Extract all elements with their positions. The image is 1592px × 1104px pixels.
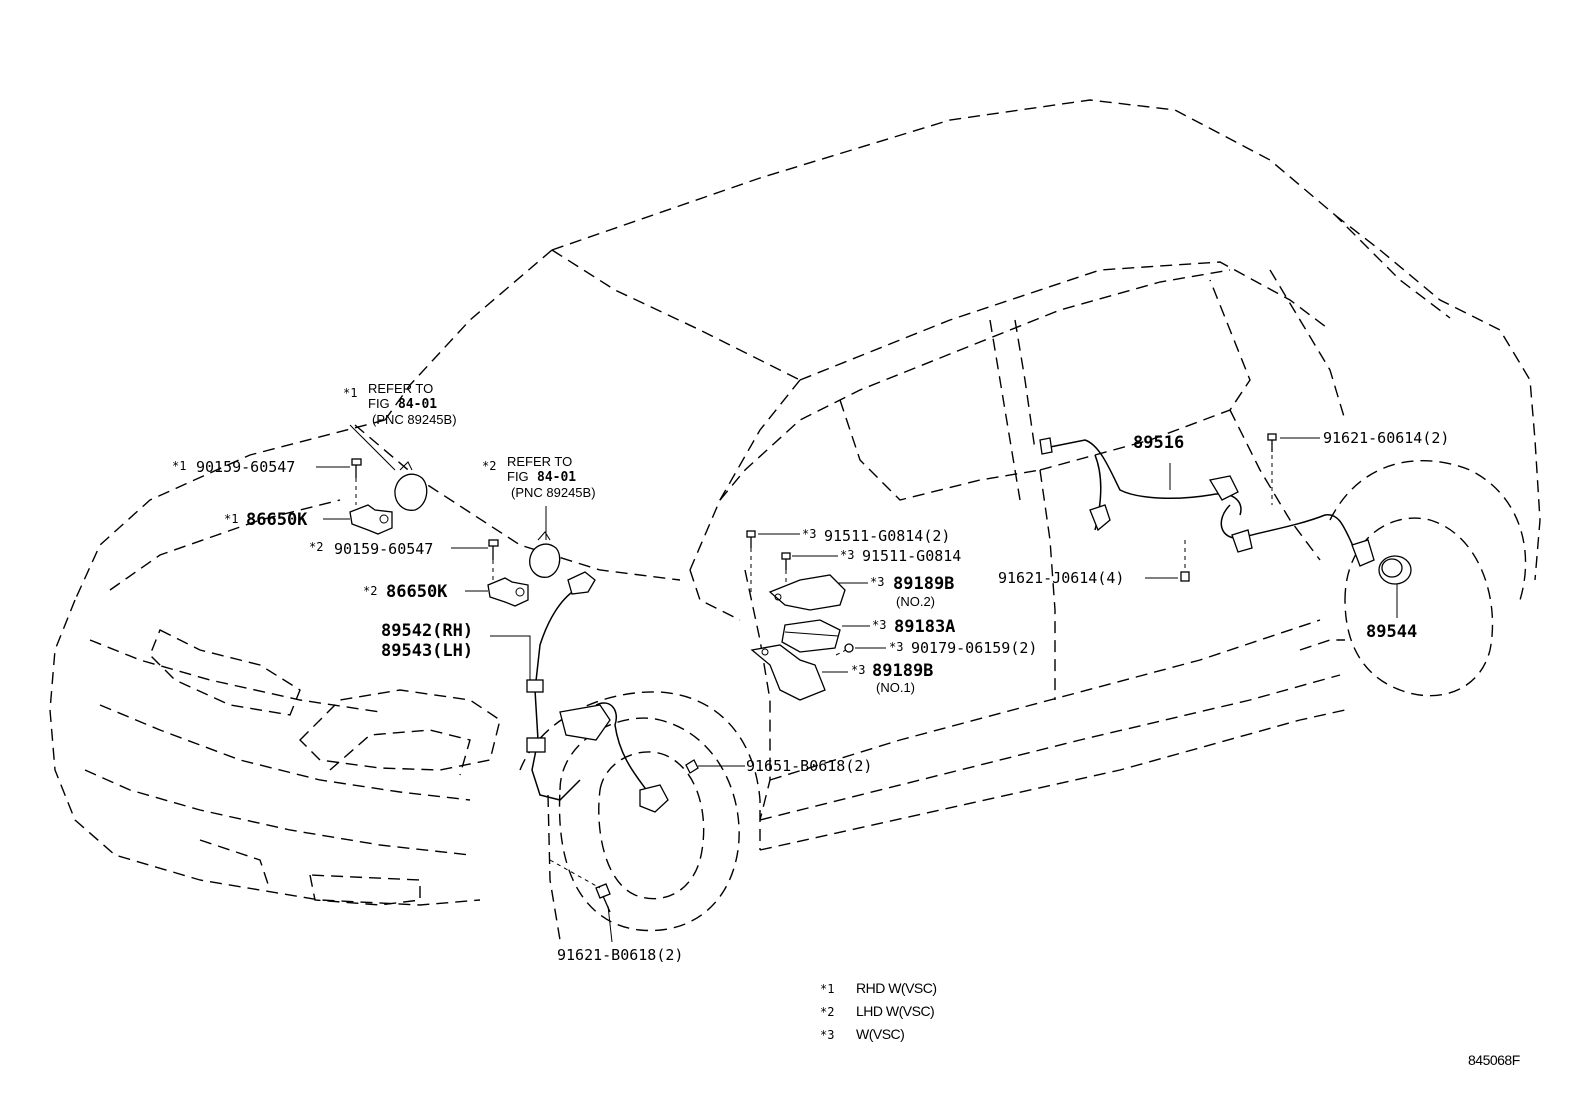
horn-bracket-icon (349, 504, 393, 535)
marker-1: *1 (172, 459, 186, 473)
marker-3: *3 (872, 618, 886, 632)
part-number-91621-b0618[interactable]: 91621-B0618(2) (557, 946, 683, 964)
marker-2: *2 (363, 584, 377, 598)
part-number-89544[interactable]: 89544 (1366, 622, 1417, 642)
legend-text: LHD W(VSC) (856, 1003, 934, 1019)
part-number-89542[interactable]: 89542(RH) (381, 621, 473, 641)
part-number-91651-b0618[interactable]: 91651-B0618(2) (746, 757, 872, 775)
rear-speed-sensor-icon (1378, 555, 1412, 618)
part-number-89183a[interactable]: 89183A (894, 617, 955, 637)
bolt-icon (781, 552, 791, 585)
legend-text: RHD W(VSC) (856, 980, 937, 996)
horn-icon (529, 531, 561, 578)
parts-drawings (349, 433, 1412, 913)
legend-mark: *2 (820, 1005, 834, 1019)
refer-note-pnc: (PNC 89245B) (511, 485, 596, 500)
marker-1: *1 (224, 512, 238, 526)
bolt-icon (351, 458, 362, 505)
legend-mark: *1 (820, 982, 834, 996)
part-sub-no2: (NO.2) (896, 594, 935, 609)
part-number-90159-60547[interactable]: 90159-60547 (196, 458, 295, 476)
part-number-86650k[interactable]: 86650K (246, 510, 308, 530)
sensor-bracket-no1-icon (750, 644, 826, 701)
marker-3: *3 (802, 527, 816, 541)
legend: *1 RHD W(VSC) *2 LHD W(VSC) *3 W(VSC) (820, 980, 937, 1042)
part-number-89543[interactable]: 89543(LH) (381, 641, 473, 661)
bolt-icon (488, 539, 499, 580)
marker-3: *3 (840, 548, 854, 562)
bolt-icon (746, 530, 756, 595)
rear-sensor-harness-icon (1039, 437, 1375, 575)
marker-3: *3 (870, 575, 884, 589)
part-number-89189b-no1[interactable]: 89189B (872, 661, 933, 681)
bolt-icon (1267, 433, 1277, 452)
legend-text: W(VSC) (856, 1026, 904, 1042)
refer-note-fig-number[interactable]: 84-01 (398, 397, 437, 412)
refer-note-fig-prefix: FIG (507, 469, 529, 484)
part-number-91511-g0814[interactable]: 91511-G0814 (862, 547, 961, 565)
part-labels: *1 REFER TO FIG 84-01 (PNC 89245B) *2 RE… (172, 381, 1449, 964)
clip-icon (685, 759, 699, 774)
leader-lines (316, 424, 1320, 943)
part-number-90179-06159[interactable]: 90179-06159(2) (911, 639, 1037, 657)
marker-3: *3 (889, 640, 903, 654)
part-number-91621-60614[interactable]: 91621-60614(2) (1323, 429, 1449, 447)
refer-note-pnc: (PNC 89245B) (372, 412, 457, 427)
horn-icon (394, 461, 428, 511)
part-number-86650k[interactable]: 86650K (386, 582, 448, 602)
part-number-90159-60547[interactable]: 90159-60547 (334, 540, 433, 558)
refer-note-line1: REFER TO (368, 381, 433, 396)
front-speed-sensor-icon (526, 571, 669, 813)
sensor-bracket-no2-icon (768, 574, 846, 611)
marker-1: *1 (343, 386, 357, 400)
part-sub-no1: (NO.1) (876, 680, 915, 695)
refer-note-fig-number[interactable]: 84-01 (537, 470, 576, 485)
marker-3: *3 (851, 663, 865, 677)
nut-icon (835, 643, 854, 656)
part-number-91621-j0614[interactable]: 91621-J0614(4) (998, 569, 1124, 587)
legend-mark: *3 (820, 1028, 834, 1042)
marker-2: *2 (309, 540, 323, 554)
refer-note-fig-prefix: FIG (368, 396, 390, 411)
bolt-icon (1180, 571, 1190, 582)
refer-note-line1: REFER TO (507, 454, 572, 469)
horn-bracket-icon (487, 577, 529, 607)
yaw-rate-sensor-icon (781, 619, 841, 653)
part-number-89516[interactable]: 89516 (1133, 433, 1184, 453)
figure-code: 845068F (1468, 1052, 1520, 1068)
marker-2: *2 (482, 459, 496, 473)
vehicle-outline (49, 99, 1541, 941)
part-number-89189b-no2[interactable]: 89189B (893, 574, 954, 594)
part-number-91511-g0814-qty2[interactable]: 91511-G0814(2) (824, 527, 950, 545)
